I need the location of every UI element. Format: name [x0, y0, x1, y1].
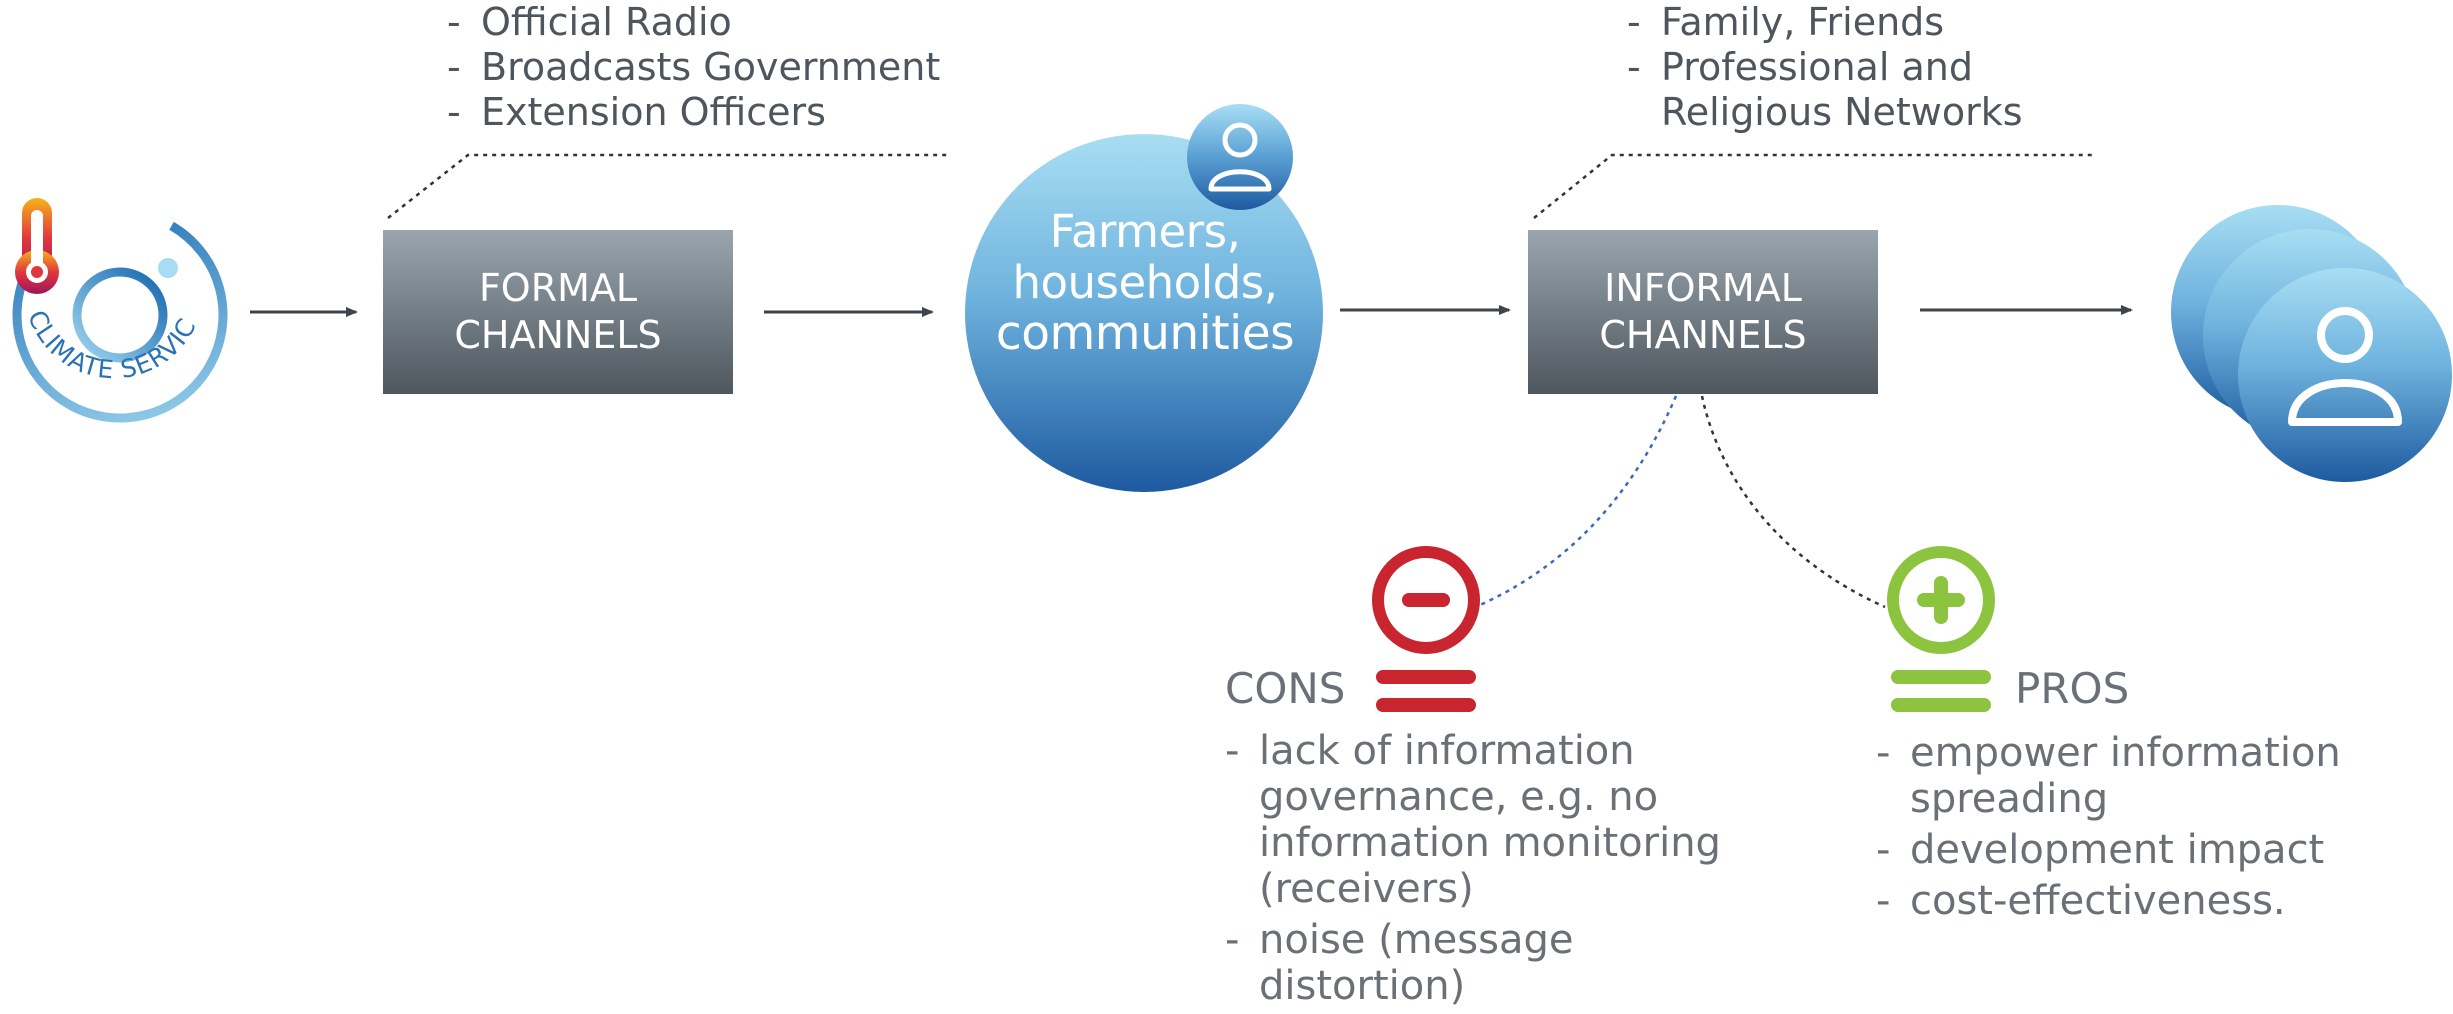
pros-item: cost-effectiveness. — [1876, 878, 2341, 924]
informal-source-item: Professional and Religious Networks — [1627, 45, 2023, 135]
people-group-icon — [2171, 205, 2452, 482]
thermometer-icon — [15, 198, 59, 294]
farmers-line2: households, — [1012, 256, 1278, 309]
farmers-line1: Farmers, — [1049, 205, 1241, 258]
formal-source-item: Extension Officers — [447, 90, 940, 135]
cons-list: lack of information governance, e.g. no … — [1225, 728, 1721, 1014]
person-badge-icon — [1187, 104, 1293, 210]
formal-source-item: Broadcasts Government — [447, 45, 940, 90]
formal-callout-line — [387, 153, 950, 219]
climate-services-logo: CLIMATE SERVICES — [0, 190, 228, 423]
formal-channels-line1: FORMAL — [478, 266, 638, 310]
informal-channels-line1: INFORMAL — [1604, 266, 1802, 310]
farmers-label: Farmers, households, communities — [960, 206, 1330, 359]
cons-connector-line — [1479, 395, 1678, 607]
pros-list: empower information spreading developmen… — [1876, 730, 2341, 929]
farmers-line3: communities — [995, 306, 1295, 361]
formal-channels-line2: CHANNELS — [454, 313, 662, 357]
plus-circle-icon — [1887, 546, 1995, 712]
informal-sources-list: Family, Friends Professional and Religio… — [1627, 0, 2023, 135]
cons-item: lack of information governance, e.g. no … — [1225, 728, 1721, 912]
pros-title: PROS — [2015, 664, 2130, 713]
pros-item: empower information spreading — [1876, 730, 2341, 822]
pros-connector-line — [1700, 395, 1886, 609]
informal-source-item: Family, Friends — [1627, 0, 2023, 45]
informal-callout-line — [1533, 153, 2094, 219]
formal-channels-box: FORMAL CHANNELS — [383, 230, 733, 394]
minus-circle-icon — [1372, 546, 1480, 712]
cons-title: CONS — [1225, 664, 1346, 713]
informal-channels-box: INFORMAL CHANNELS — [1528, 230, 1878, 394]
informal-channels-line2: CHANNELS — [1599, 313, 1807, 357]
cons-item: noise (message distortion) — [1225, 917, 1721, 1009]
formal-sources-list: Official Radio Broadcasts Government Ext… — [447, 0, 940, 135]
pros-item: development impact — [1876, 827, 2341, 873]
formal-source-item: Official Radio — [447, 0, 940, 45]
